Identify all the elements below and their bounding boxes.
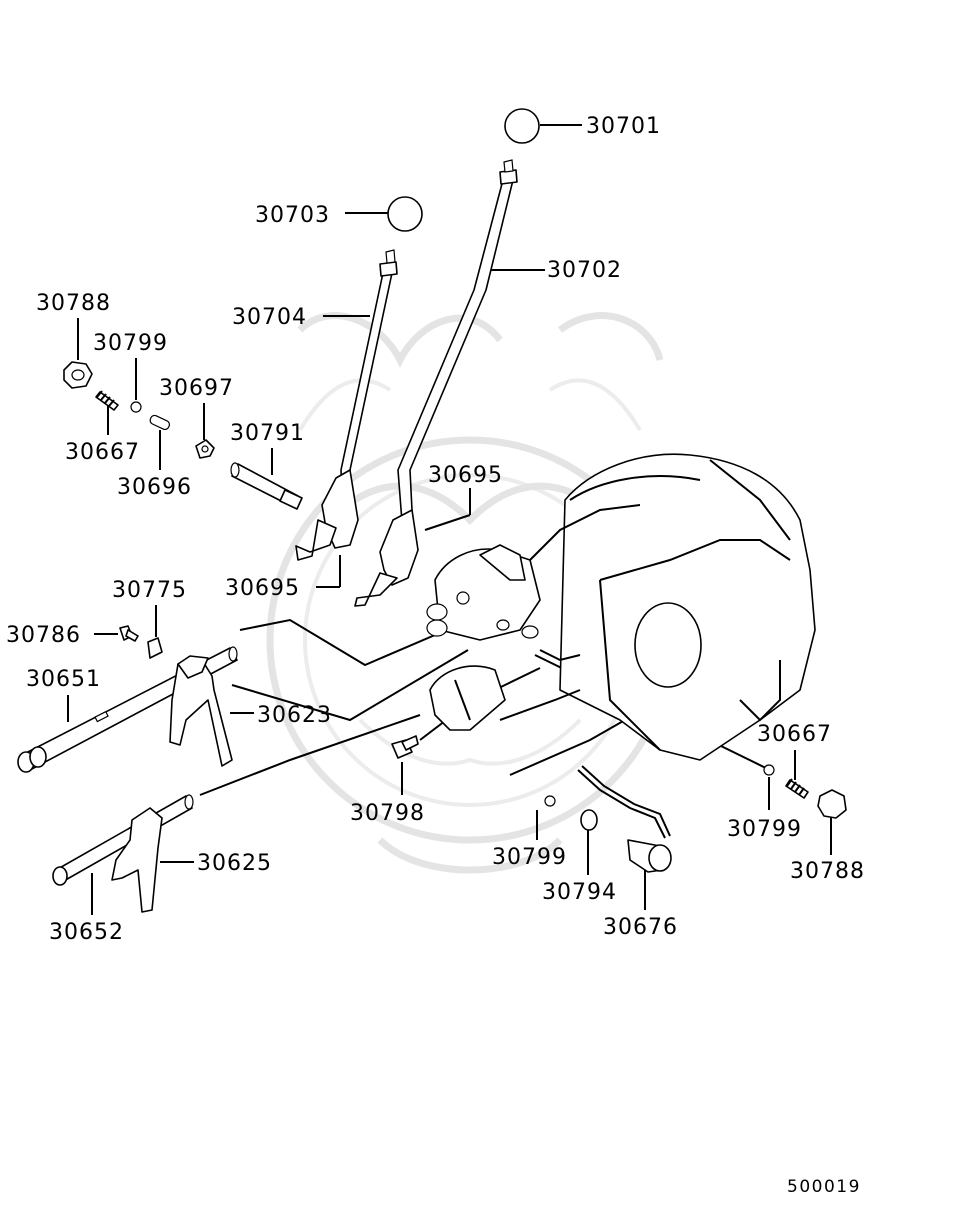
bolt-30798-icon bbox=[391, 735, 419, 759]
spring-30667-icon bbox=[95, 390, 119, 411]
label-30701: 30701 bbox=[586, 114, 661, 139]
label-30791: 30791 bbox=[230, 421, 305, 446]
label-30676: 30676 bbox=[603, 915, 678, 940]
label-30798: 30798 bbox=[350, 801, 425, 826]
label-30794: 30794 bbox=[542, 880, 617, 905]
plug-30788-b-icon bbox=[817, 789, 847, 819]
shaft-30791-icon bbox=[230, 462, 303, 510]
label-30652: 30652 bbox=[49, 920, 124, 945]
spring-30667-b-icon bbox=[785, 778, 809, 799]
label-30799-b: 30799 bbox=[727, 817, 802, 842]
shift-knob-30701-icon bbox=[504, 108, 540, 144]
pin-30696-icon bbox=[149, 414, 171, 431]
label-30696: 30696 bbox=[117, 475, 192, 500]
ball-30799-b-icon bbox=[763, 764, 775, 776]
label-30788-a: 30788 bbox=[36, 291, 111, 316]
shift-fork-30625-icon bbox=[111, 807, 163, 913]
label-30704: 30704 bbox=[232, 305, 307, 330]
label-30786: 30786 bbox=[6, 623, 81, 648]
label-30702: 30702 bbox=[547, 258, 622, 283]
label-30799-a: 30799 bbox=[93, 331, 168, 356]
label-30799-c: 30799 bbox=[492, 845, 567, 870]
label-30695-a: 30695 bbox=[428, 463, 503, 488]
shift-fork-30623-icon bbox=[169, 655, 233, 767]
label-30623: 30623 bbox=[257, 703, 332, 728]
ball-30799-icon bbox=[130, 401, 142, 413]
bolt-30786-icon bbox=[119, 625, 139, 642]
shift-knob-30703-icon bbox=[387, 196, 423, 232]
bolt-30697-icon bbox=[195, 439, 215, 459]
shift-lever-30704-icon bbox=[295, 249, 398, 561]
diagram-number: 500019 bbox=[787, 1177, 861, 1197]
label-30775: 30775 bbox=[112, 578, 187, 603]
switch-30676-icon bbox=[577, 765, 672, 873]
label-30788-b: 30788 bbox=[790, 859, 865, 884]
lockplate-30775-icon bbox=[147, 637, 163, 659]
label-30651: 30651 bbox=[26, 667, 101, 692]
shift-lever-30702-icon bbox=[354, 159, 518, 607]
label-30667-b: 30667 bbox=[757, 722, 832, 747]
label-30703: 30703 bbox=[255, 203, 330, 228]
transmission-case-icon bbox=[426, 453, 816, 761]
oring-30794-icon bbox=[580, 809, 598, 831]
label-30625: 30625 bbox=[197, 851, 272, 876]
label-30667-a: 30667 bbox=[65, 440, 140, 465]
label-30697: 30697 bbox=[159, 376, 234, 401]
part-number-labels: 30701 30702 30703 30704 30788 30799 3069… bbox=[6, 114, 865, 1197]
plug-30788-icon bbox=[63, 361, 93, 389]
ball-30799-c-icon bbox=[544, 795, 556, 807]
label-30695-b: 30695 bbox=[225, 576, 300, 601]
